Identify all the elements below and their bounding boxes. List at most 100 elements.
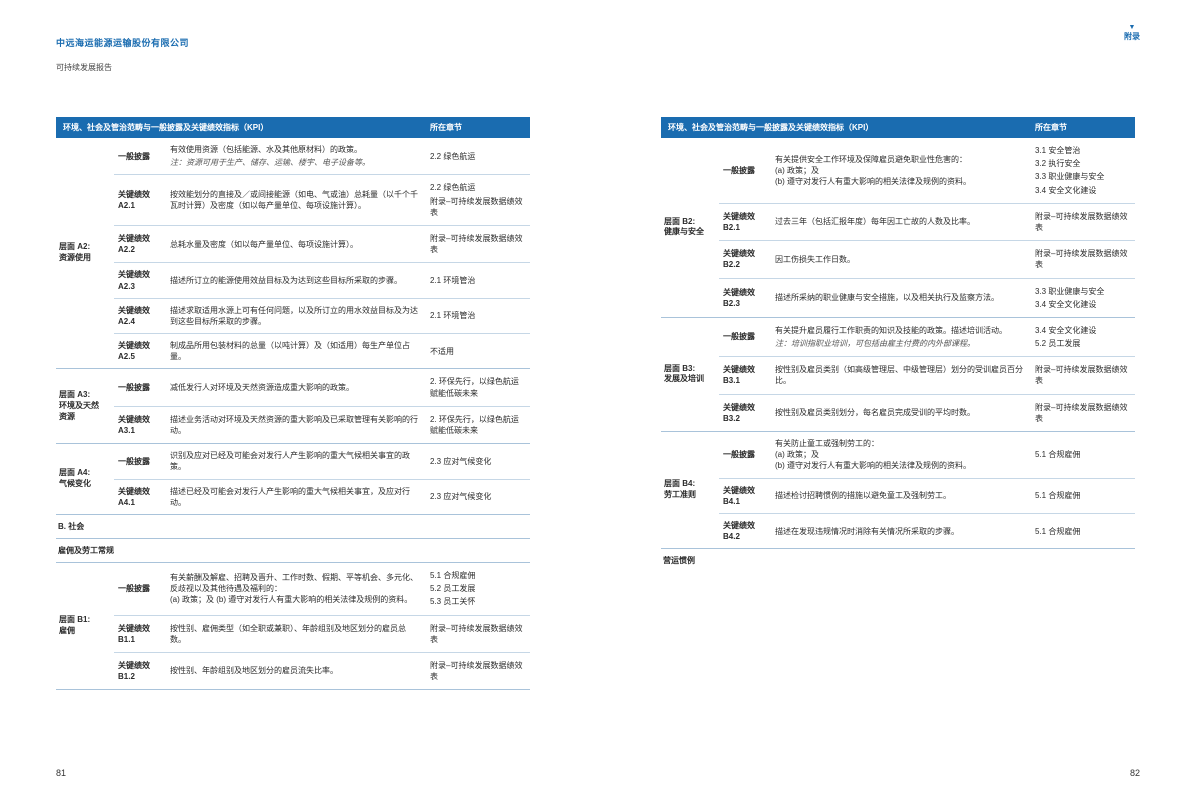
kpi-code-line: 关键绩效 — [723, 365, 755, 375]
kpi-description: 按效能划分的直接及／或间接能源（如电、气或油）总耗量（以千个千瓦时计算）及密度（… — [166, 175, 424, 225]
kpi-description-line: (b) 遵守对发行人有重大影响的相关法律及规例的资料。 — [775, 176, 971, 186]
kpi-code-line: 一般披露 — [118, 584, 150, 594]
kpi-code-line: 关键绩效 — [723, 520, 755, 530]
chapter-reference-line: 2.2 绿色航运 — [430, 151, 476, 161]
kpi-code-label: 一般披露 — [719, 138, 771, 203]
kpi-description-line: 描述在发现违规情况时消除有关情况所采取的步骤。 — [775, 526, 959, 536]
chapter-reference-line: 5.1 合规雇佣 — [430, 570, 476, 580]
aspect-label: 层面 B3:发展及培训 — [661, 318, 719, 431]
kpi-row: 一般披露有关防止童工或强制劳工的：(a) 政策；及(b) 遵守对发行人有重大影响… — [719, 432, 1135, 479]
kpi-description: 过去三年（包括汇报年度）每年因工亡故的人数及比率。 — [771, 204, 1029, 240]
page-number-left: 81 — [56, 768, 67, 778]
kpi-rows: 一般披露 有关提升雇员履行工作职责的知识及技能的政策。描述培训活动。注：培训指职业… — [719, 318, 1135, 431]
chapter-reference: 5.1 合规雇佣 — [1029, 479, 1135, 513]
kpi-code-line: 关键绩效 — [118, 341, 150, 351]
chapter-reference-line: 2.1 环境管治 — [430, 311, 476, 321]
kpi-description-line: 描述所采纳的职业健康与安全措施，以及相关执行及监察方法。 — [775, 293, 999, 303]
kpi-rows: 一般披露有效使用资源（包括能源、水及其他原材料）的政策。注：资源可用于生产、储存… — [114, 138, 530, 368]
table-header-row: 环境、社会及管治范畴与一般披露及关键绩效指标（KPI） 所在章节 — [56, 117, 530, 138]
aspect-label-line: 层面 B2: — [664, 216, 696, 226]
kpi-description-line: (b) 遵守对发行人有重大影响的相关法律及规例的资料。 — [775, 461, 971, 471]
aspect-label: 层面 B4:劳工准则 — [661, 432, 719, 548]
chapter-reference: 附录–可持续发展数据绩效表 — [424, 616, 530, 652]
kpi-row: 一般披露减低发行人对环境及天然资源造成重大影响的政策。2. 环保先行，以绿色航运… — [114, 369, 530, 407]
chapter-reference-line: 3.1 安全管治 — [1035, 146, 1081, 155]
chapter-reference-line: 5.2 员工发展 — [430, 584, 476, 594]
chapter-reference: 附录–可持续发展数据绩效表 — [1029, 204, 1135, 240]
kpi-description-line: 按性别及雇员类别（如高级管理层、中级管理层）划分的受训雇员百分比。 — [775, 365, 1023, 386]
appendix-corner-tab: ▼ 附录 — [1124, 24, 1140, 42]
kpi-code-line: B2.1 — [723, 222, 740, 232]
chapter-reference-line: 3.4 安全文化建设 — [1035, 325, 1097, 335]
kpi-description: 描述业务活动对环境及天然资源的重大影响及已采取管理有关影响的行动。 — [166, 407, 424, 443]
kpi-description-line: 按性别、雇佣类型（如全职或兼职）、年龄组别及地区划分的雇员总数。 — [170, 623, 406, 644]
kpi-description-line: 因工伤损失工作日数。 — [775, 254, 855, 264]
kpi-code-line: 关键绩效 — [118, 233, 150, 243]
section-row: 雇佣及劳工常规 — [56, 539, 530, 563]
table-header-kpi-column: 环境、社会及管治范畴与一般披露及关键绩效指标（KPI） — [668, 123, 874, 132]
kpi-description-line: 描述求取适用水源上可有任何问题，以及所订立的用水效益目标及为达到这些目标所采取的… — [170, 305, 418, 326]
chapter-reference-line: 5.3 员工关怀 — [430, 597, 476, 607]
chapter-reference-line: 2.3 应对气候变化 — [430, 492, 492, 502]
kpi-aspect-group: 层面 B3:发展及培训一般披露 有关提升雇员履行工作职责的知识及技能的政策。描述培… — [661, 318, 1135, 432]
kpi-code-line: 一般披露 — [723, 450, 755, 460]
kpi-description-line: 有关提供安全工作环境及保障雇员避免职业性危害的： — [775, 154, 967, 164]
kpi-description-line: 总耗水量及密度（如以每产量单位、每项设施计算）。 — [170, 239, 358, 249]
kpi-description: 制成品所用包装材料的总量（以吨计算）及（如适用）每生产单位占量。 — [166, 334, 424, 368]
kpi-code-line: 一般披露 — [723, 332, 755, 342]
aspect-label-line: 层面 B3: — [664, 363, 696, 373]
chapter-reference-line: 5.1 合规雇佣 — [1035, 526, 1081, 536]
kpi-code-line: A3.1 — [118, 426, 135, 435]
kpi-code-line: 一般披露 — [723, 165, 755, 175]
aspect-label-line: 层面 A4: — [59, 468, 91, 478]
kpi-code-line: B2.3 — [723, 298, 740, 308]
chapter-reference: 2.3 应对气候变化 — [424, 480, 530, 514]
page-number-right: 82 — [1129, 768, 1140, 778]
kpi-code-label: 一般披露 — [114, 138, 166, 174]
chapter-reference-line: 附录–可持续发展数据绩效表 — [1035, 402, 1128, 423]
kpi-description-line: 按性别及雇员类别划分，每名雇员完成受训的平均时数。 — [775, 408, 975, 418]
kpi-code-line: 关键绩效 — [118, 270, 150, 280]
kpi-code-line: B4.1 — [723, 496, 740, 506]
kpi-description: 减低发行人对环境及天然资源造成重大影响的政策。 — [166, 369, 424, 405]
kpi-rows: 一般披露有关薪酬及解雇、招聘及晋升、工作时数、假期、平等机会、多元化、反歧视以及… — [114, 563, 530, 689]
kpi-code-line: B2.2 — [723, 260, 740, 270]
chapter-reference: 附录–可持续发展数据绩效表 — [1029, 241, 1135, 277]
kpi-description: 有关提升雇员履行工作职责的知识及技能的政策。描述培训活动。注：培训指职业培训，可… — [771, 318, 1029, 356]
kpi-description-line: 描述检讨招聘惯例的措施以避免童工及强制劳工。 — [775, 491, 951, 501]
chapter-reference-line: 5.1 合规雇佣 — [1035, 491, 1081, 501]
kpi-code-line: A2.1 — [118, 201, 135, 211]
kpi-code-line: B3.2 — [723, 413, 740, 423]
kpi-code-line: A2.3 — [118, 281, 135, 291]
kpi-code-line: B3.1 — [723, 376, 740, 386]
kpi-description-line: 按性别、年龄组别及地区划分的雇员流失比率。 — [170, 666, 338, 676]
kpi-description: 识别及应对已经及可能会对发行人产生影响的重大气候相关事宜的政策。 — [166, 444, 424, 478]
chapter-reference-line: 2.1 环境管治 — [430, 275, 476, 285]
chapter-reference: 2.1 环境管治 — [424, 263, 530, 297]
chapter-reference-line: 不适用 — [430, 346, 454, 356]
kpi-row: 一般披露 有关提升雇员履行工作职责的知识及技能的政策。描述培训活动。注：培训指职业… — [719, 318, 1135, 358]
chapter-reference-line: 5.1 合规雇佣 — [1035, 450, 1081, 460]
kpi-description: 描述检讨招聘惯例的措施以避免童工及强制劳工。 — [771, 479, 1029, 513]
kpi-code-line: 关键绩效 — [723, 211, 755, 221]
aspect-label-line: 资源使用 — [59, 253, 91, 263]
chapter-reference: 附录–可持续发展数据绩效表 — [424, 226, 530, 262]
chapter-reference-line: 5.2 员工发展 — [1035, 339, 1081, 349]
kpi-description-line: 描述已经及可能会对发行人产生影响的重大气候相关事宜，及应对行动。 — [170, 486, 410, 507]
chapter-reference: 不适用 — [424, 334, 530, 368]
